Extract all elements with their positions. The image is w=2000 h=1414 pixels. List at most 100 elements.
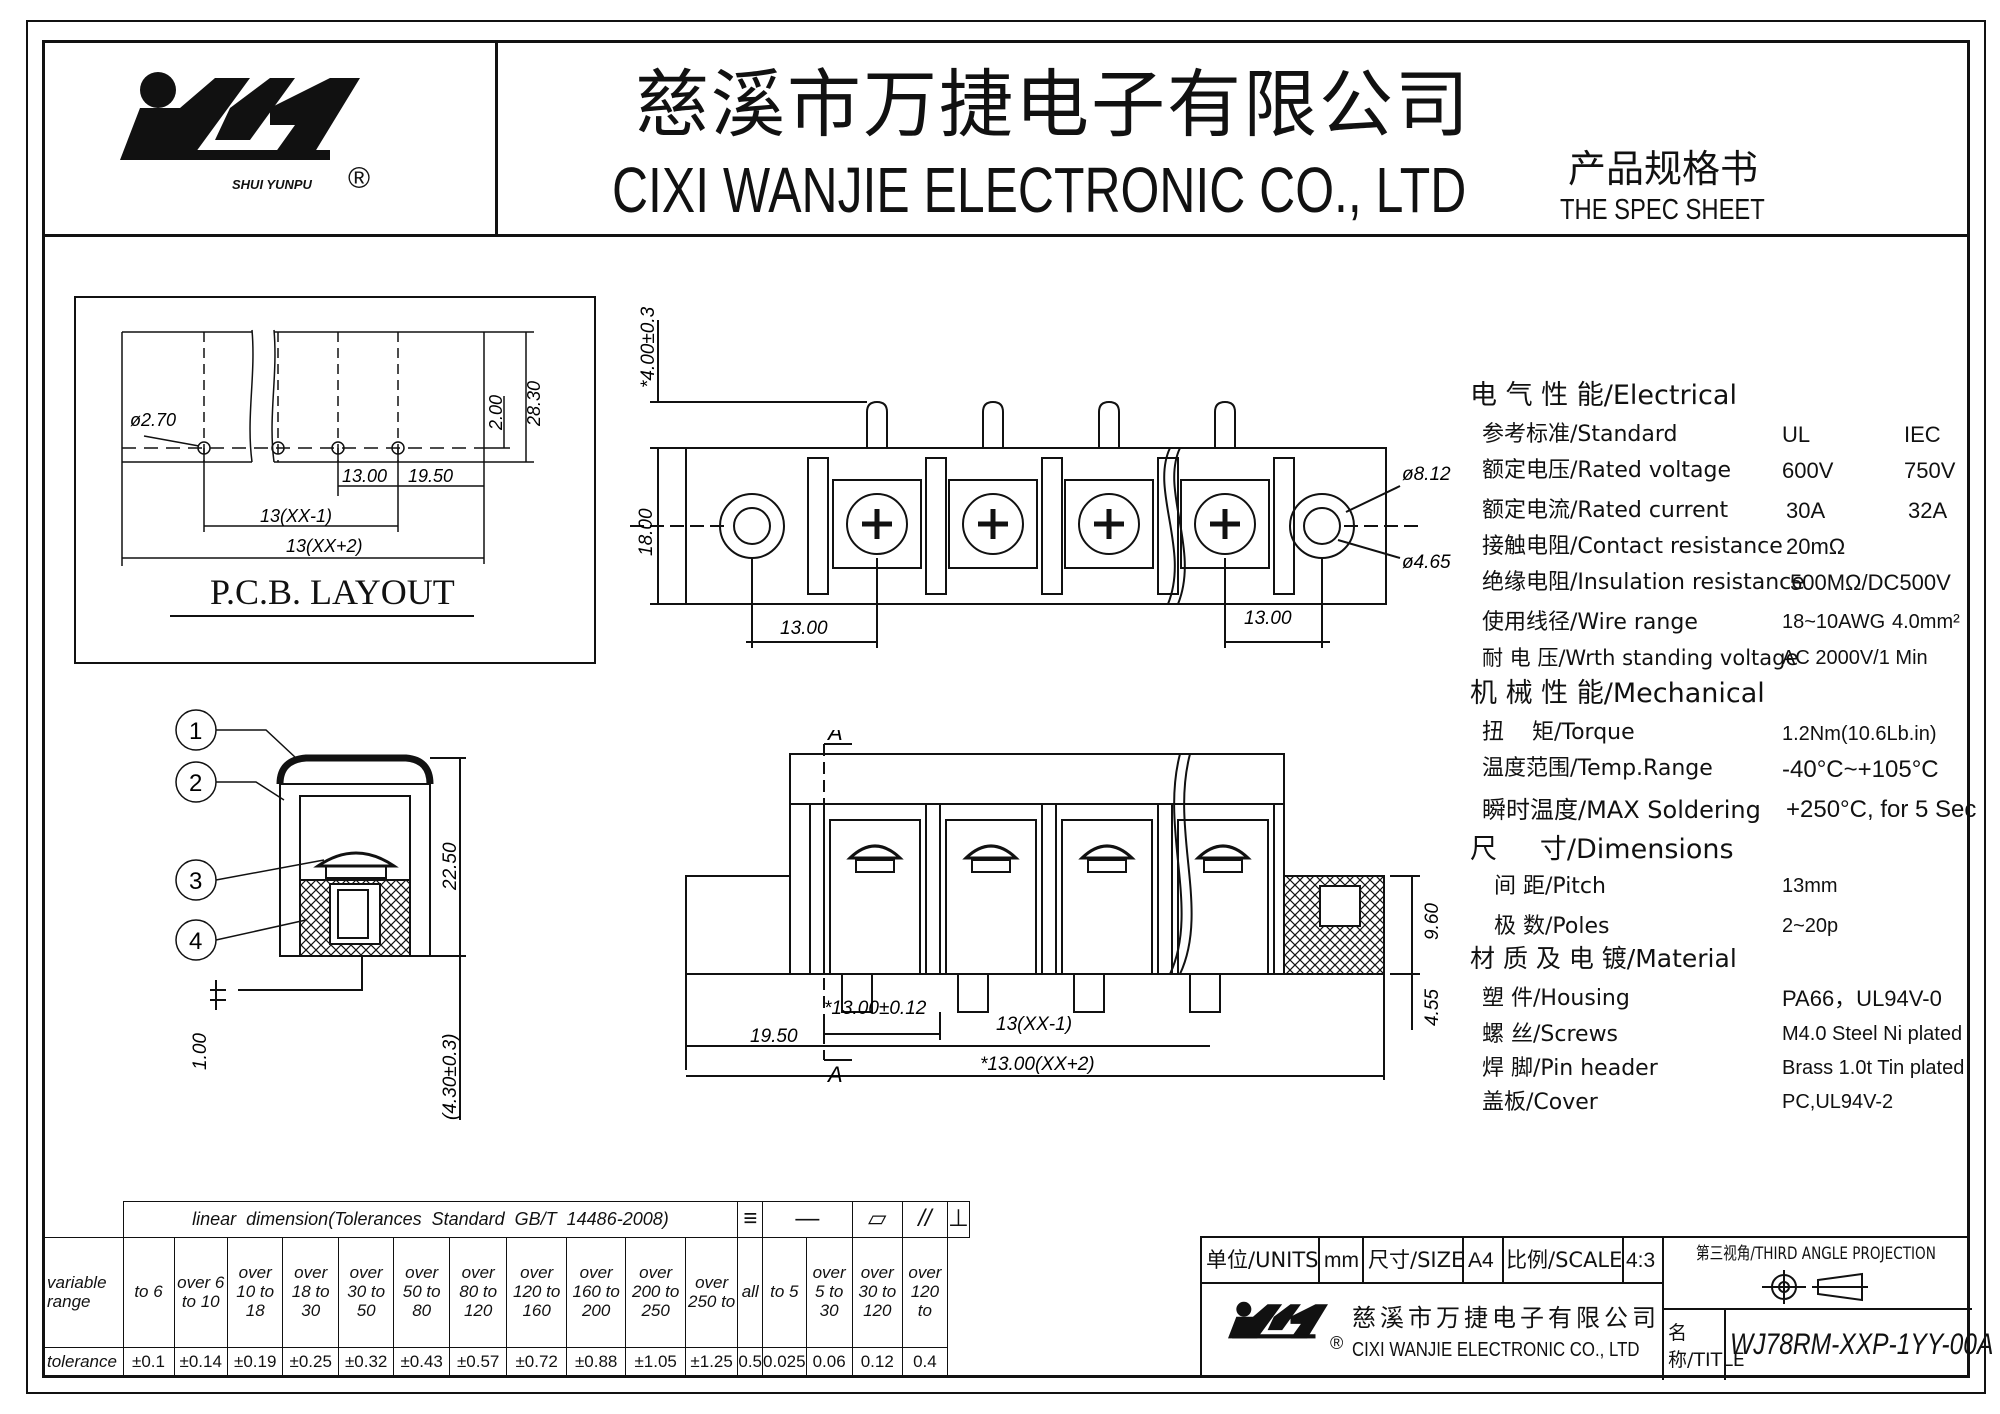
spec-val-withstand: AC 2000V/1 Min	[1782, 647, 1928, 669]
spec-row-pitch: 间 距/Pitch	[1494, 874, 1606, 899]
side-view-drawing: 1 2 3 4 22.50 1.00 (4.30±0.3)	[166, 700, 486, 1140]
side-pin-length: (4.30±0.3)	[440, 1034, 461, 1120]
spec-val-standard-ul: UL	[1782, 422, 1811, 447]
front-h1: 9.60	[1422, 903, 1443, 940]
tol-range-13: over 5 to 30	[805, 1237, 853, 1348]
title-block: 单位/UNITS mm 尺寸/SIZE A4 比例/SCALE 4:3 第三视角…	[1200, 1236, 1993, 1380]
spec-val-torque: 1.2Nm(10.6Lb.in)	[1782, 723, 1937, 745]
spec-row-cover: 盖板/Cover	[1482, 1090, 1598, 1115]
header-divider	[42, 234, 1970, 237]
spec-val-current-iec: 32A	[1908, 498, 1948, 523]
tol-row-label-tolerance: tolerance	[42, 1347, 124, 1378]
spec-dimensions-heading: 尺 寸/Dimensions	[1470, 834, 1734, 865]
pcb-pitch-label: 13.00	[342, 466, 387, 486]
tol-value-0: ±0.1	[122, 1347, 175, 1378]
spec-row-temp: 温度范围/Temp.Range	[1482, 756, 1713, 781]
front-h2: 4.55	[1422, 989, 1443, 1026]
tol-value-15: 0.4	[901, 1347, 948, 1378]
spec-val-insulation: 500MΩ/DC500V	[1790, 570, 1951, 595]
callout-4: 4	[189, 928, 202, 955]
callout-2: 2	[189, 770, 202, 797]
top-height: 18.00	[636, 508, 657, 556]
tol-value-11: 0.5	[737, 1347, 764, 1378]
spec-val-temp: -40°C~+105°C	[1782, 756, 1939, 783]
spec-val-screws: M4.0 Steel Ni plated	[1782, 1023, 1963, 1045]
callout-1: 1	[189, 718, 202, 745]
scale-value: 4:3	[1626, 1249, 1656, 1272]
titleblock-company-en: CIXI WANJIE ELECTRONIC CO., LTD	[1352, 1339, 1640, 1361]
side-pin-thickness: 1.00	[190, 1033, 211, 1070]
spec-val-wire-awg: 18~10AWG	[1782, 611, 1886, 633]
tol-range-9: over 200 to 250	[625, 1237, 686, 1348]
tol-value-1: ±0.14	[173, 1347, 228, 1378]
titleblock-logo	[1228, 1301, 1328, 1339]
tol-symbol-parallelogram: ▱	[851, 1201, 903, 1238]
tol-range-10: over 250 to	[684, 1237, 739, 1348]
front-view-drawing: A A *13.00±0.12 13(XX-1) 19.50 *13.00(XX…	[680, 720, 1460, 1110]
projection-label: 第三视角/THIRD ANGLE PROJECTION	[1696, 1244, 1936, 1264]
company-name-cn: 慈溪市万捷电子有限公司	[635, 62, 1471, 148]
titleblock-company-cn: 慈溪市万捷电子有限公司	[1352, 1304, 1660, 1332]
spec-row-standard: 参考标准/Standard	[1482, 422, 1678, 447]
tol-value-3: ±0.25	[282, 1347, 339, 1378]
spec-row-pin: 焊 脚/Pin header	[1482, 1056, 1658, 1081]
tol-symbol-perp: ⊥	[946, 1201, 971, 1238]
size-label: 尺寸/SIZE	[1368, 1248, 1465, 1272]
tol-value-8: ±0.88	[565, 1347, 627, 1378]
spec-row-voltage: 额定电压/Rated voltage	[1482, 458, 1732, 483]
tolerance-table: linear dimension(Tolerances Standard GB/…	[42, 1201, 971, 1378]
tol-value-5: ±0.43	[393, 1347, 450, 1378]
tol-range-7: over 120 to 160	[506, 1237, 567, 1348]
brand-name: SHUI YUNPU	[232, 177, 312, 192]
spec-row-wire: 使用线径/Wire range	[1482, 610, 1698, 635]
callout-3: 3	[189, 868, 202, 895]
company-name-en: CIXI WANJIE ELECTRONIC CO., LTD	[612, 154, 1467, 226]
tol-range-3: over 18 to 30	[282, 1237, 339, 1348]
third-angle-projection-icon	[1762, 1270, 1868, 1304]
part-number: WJ78RM-XXP-1YY-00A	[1730, 1328, 1994, 1361]
spec-val-voltage-iec: 750V	[1904, 458, 1956, 483]
top-left-dim: 13.00	[780, 618, 828, 639]
brand-logo: SHUI YUNPU ®	[120, 70, 370, 200]
pcb-hole-label: ø2.70	[130, 410, 176, 430]
tol-value-9: ±1.05	[625, 1347, 686, 1378]
tol-value-14: 0.12	[851, 1347, 903, 1378]
spec-val-wire-mm: 4.0mm²	[1892, 611, 1960, 633]
pcb-dim-h1: 2.00	[486, 395, 506, 431]
tol-value-6: ±0.57	[448, 1347, 508, 1378]
scale-label: 比例/SCALE	[1506, 1248, 1623, 1272]
pcb-layout-title: P.C.B. LAYOUT	[210, 572, 455, 612]
tol-value-12: 0.025	[762, 1347, 807, 1378]
size-value: A4	[1468, 1249, 1494, 1272]
spec-row-screws: 螺 丝/Screws	[1482, 1022, 1619, 1047]
spec-row-insulation: 绝缘电阻/Insulation resistance	[1482, 570, 1805, 595]
tol-range-1: over 6 to 10	[173, 1237, 228, 1348]
spec-row-housing: 塑 件/Housing	[1482, 986, 1630, 1011]
tol-value-13: 0.06	[805, 1347, 853, 1378]
pcb-layout-panel: ø2.70 13.00 19.50 13(XX-1) 13(XX+2) 2.00…	[74, 296, 596, 664]
tol-symbol-flat: ≡	[737, 1201, 764, 1238]
tol-range-11: all	[737, 1237, 764, 1348]
spec-row-withstand: 耐 电 压/Wrth standing voltage	[1482, 646, 1799, 670]
top-pin-length: *4.00±0.3	[638, 306, 659, 388]
spec-val-soldering: +250°C, for 5 Sec	[1786, 796, 1977, 823]
tol-range-5: over 50 to 80	[393, 1237, 450, 1348]
side-height: 22.50	[440, 842, 461, 891]
tol-value-7: ±0.72	[506, 1347, 567, 1378]
units-value: mm	[1324, 1249, 1359, 1272]
drawing-border	[42, 40, 1970, 1378]
units-label: 单位/UNITS	[1206, 1248, 1319, 1272]
top-right-dim: 13.00	[1244, 608, 1292, 629]
spec-val-current-ul: 30A	[1786, 498, 1826, 523]
pcb-edge-label: 19.50	[408, 466, 453, 486]
top-hole-inner: ø4.65	[1402, 552, 1451, 573]
tol-range-15: over 120 to	[901, 1237, 948, 1348]
spec-val-housing: PA66，UL94V-0	[1782, 986, 1942, 1011]
tol-range-2: over 10 to 18	[226, 1237, 284, 1348]
tol-range-8: over 160 to 200	[565, 1237, 627, 1348]
tol-range-14: over 30 to 120	[851, 1237, 903, 1348]
spec-row-contact: 接触电阻/Contact resistance	[1482, 534, 1783, 559]
spec-val-poles: 2~20p	[1782, 915, 1839, 937]
logo-divider	[495, 40, 498, 236]
tol-value-4: ±0.32	[337, 1347, 395, 1378]
